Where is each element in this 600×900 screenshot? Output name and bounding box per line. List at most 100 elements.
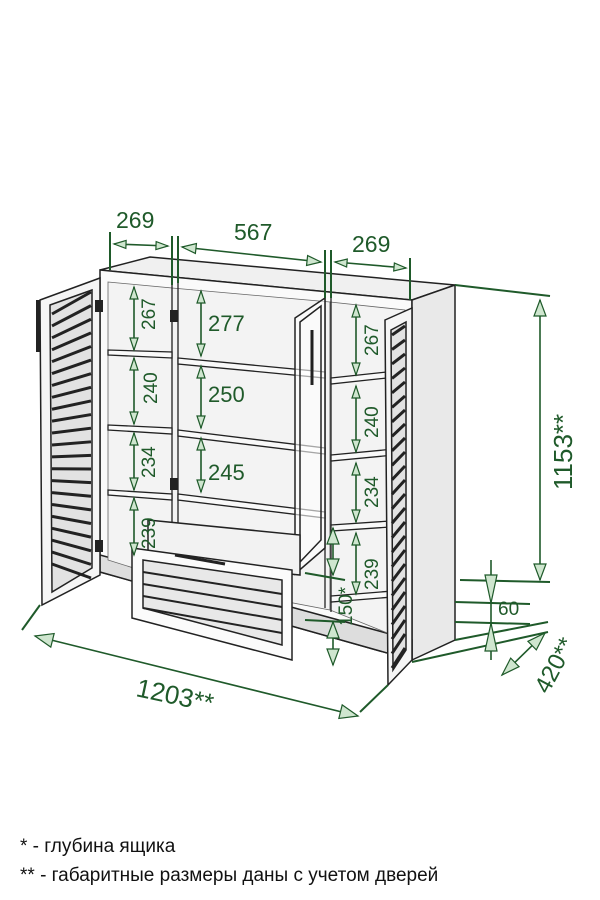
arrowhead <box>112 239 127 250</box>
dim-left-3: 234 <box>139 446 160 478</box>
right-slat <box>390 577 407 597</box>
dim-center-1: 277 <box>208 311 245 336</box>
arrowhead <box>196 289 206 304</box>
left-slat <box>51 331 92 352</box>
left-slat <box>51 290 92 316</box>
right-door <box>384 306 413 687</box>
dim-right-3: 234 <box>362 476 383 508</box>
dim-top-center: 567 <box>234 219 272 245</box>
left-door-slats <box>51 290 92 580</box>
arrowhead <box>326 558 340 577</box>
arrowhead <box>500 657 521 677</box>
arrowhead <box>338 703 360 720</box>
dim-center-2: 250 <box>208 382 245 407</box>
arrowhead <box>129 496 139 511</box>
dim-left-4: 239 <box>139 517 160 549</box>
right-slat <box>390 493 407 510</box>
arrowhead <box>351 581 361 596</box>
dim-center-3: 245 <box>208 460 245 485</box>
dimension-line <box>411 631 549 663</box>
dim-right-4: 239 <box>362 558 383 590</box>
arrowhead <box>484 622 498 652</box>
dimension-line <box>359 684 389 713</box>
right-slat <box>390 605 407 626</box>
dim-left-2: 240 <box>141 372 162 404</box>
right-slat <box>390 633 407 655</box>
left-slat <box>51 304 92 328</box>
arrowhead <box>533 298 547 317</box>
right-slat <box>390 408 407 423</box>
arrowhead <box>533 563 547 582</box>
arrowhead <box>526 631 547 651</box>
arrowhead <box>351 303 361 318</box>
left-slat <box>51 345 92 364</box>
arrowhead <box>351 461 361 476</box>
right-slat <box>390 563 407 583</box>
dimension-line <box>454 284 551 297</box>
right-slat <box>390 507 407 525</box>
arrowhead <box>129 285 139 300</box>
arrowhead <box>129 411 139 426</box>
left-slat <box>51 526 92 539</box>
dim-drawer-depth: 150* <box>336 586 357 626</box>
shelves <box>107 349 406 603</box>
dimension-line <box>21 604 41 631</box>
left-slat <box>51 491 92 498</box>
left-slat <box>51 358 92 375</box>
arrowhead <box>326 620 340 639</box>
right-slat <box>390 521 407 539</box>
left-slat <box>51 426 92 435</box>
arrowhead <box>129 431 139 446</box>
left-slat <box>51 562 92 580</box>
glass-door <box>294 296 326 576</box>
drawer <box>131 519 301 661</box>
arrowhead <box>196 436 206 451</box>
left-slat <box>51 514 92 525</box>
arrowhead <box>129 542 139 557</box>
right-door-slats <box>390 324 407 669</box>
dimension-line <box>459 579 551 583</box>
left-slat <box>51 413 92 423</box>
arrowhead <box>129 337 139 352</box>
arrowhead <box>393 262 408 272</box>
dimension-line <box>304 619 346 623</box>
right-slat <box>391 324 406 337</box>
dimension-line <box>181 246 322 263</box>
cabinet-side <box>411 283 456 662</box>
right-slat <box>390 535 407 554</box>
dimension-line <box>454 621 549 641</box>
dim-top-right: 269 <box>352 231 390 257</box>
dimension-line <box>454 621 531 625</box>
right-slat <box>391 352 406 366</box>
right-slat <box>390 436 407 452</box>
arrowhead <box>484 574 498 604</box>
arrowhead <box>196 364 206 379</box>
arrowhead <box>33 632 55 649</box>
left-slat <box>51 399 92 411</box>
arrowhead <box>351 531 361 546</box>
left-slat <box>51 479 92 485</box>
dim-right-2: 240 <box>362 406 383 438</box>
arrowhead <box>155 240 170 251</box>
hinges <box>36 300 178 552</box>
dimension-line <box>34 635 359 717</box>
arrowhead <box>196 415 206 430</box>
right-slat <box>390 478 407 496</box>
right-slat <box>391 394 406 409</box>
arrowhead <box>351 439 361 454</box>
right-slat <box>391 338 406 351</box>
left-slat <box>51 440 92 447</box>
arrowhead <box>326 648 340 667</box>
dim-right-1: 267 <box>362 324 383 356</box>
arrowhead <box>351 509 361 524</box>
right-slat <box>390 464 407 481</box>
left-slat <box>51 317 92 340</box>
arrowhead <box>326 526 340 545</box>
dimension-line <box>304 572 346 581</box>
right-slat <box>390 619 407 640</box>
footnote-drawer-depth: * - глубина ящика <box>20 836 176 857</box>
left-slat <box>51 538 92 553</box>
left-slat <box>51 453 92 459</box>
dim-plinth: 60 <box>498 599 519 620</box>
